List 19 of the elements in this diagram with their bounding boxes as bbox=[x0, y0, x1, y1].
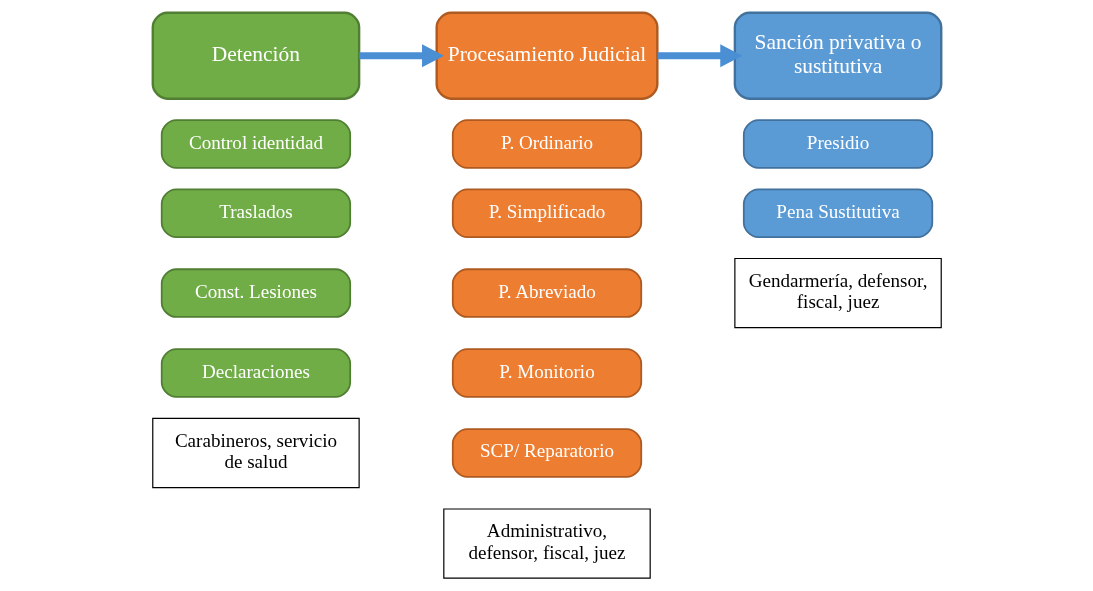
arrow bbox=[358, 44, 444, 68]
node-box: P. Monitorio bbox=[451, 348, 642, 398]
node-box: Declaraciones bbox=[160, 348, 351, 398]
node-box: P. Simplificado bbox=[451, 188, 642, 238]
node-box: Procesamiento Judicial bbox=[434, 11, 659, 100]
node-box: Presidio bbox=[742, 119, 933, 169]
node-box: Sanción privativa o sustitutiva bbox=[733, 11, 942, 100]
node-box: Const. Lesiones bbox=[160, 268, 351, 318]
node-box: Carabineros, servicio de salud bbox=[151, 417, 360, 489]
node-box: Traslados bbox=[160, 188, 351, 238]
node-box: Control identidad bbox=[160, 119, 351, 169]
node-box: Detención bbox=[151, 11, 360, 100]
node-box: Gendarmería, defensor, fiscal, juez bbox=[733, 257, 942, 329]
node-box: Administrativo, defensor, fiscal, juez bbox=[442, 508, 651, 579]
arrow bbox=[657, 44, 742, 68]
node-box: SCP/ Reparatorio bbox=[451, 428, 642, 478]
node-box: P. Abreviado bbox=[451, 268, 642, 318]
node-box: P. Ordinario bbox=[451, 119, 642, 169]
node-box: Pena Sustitutiva bbox=[742, 188, 933, 238]
